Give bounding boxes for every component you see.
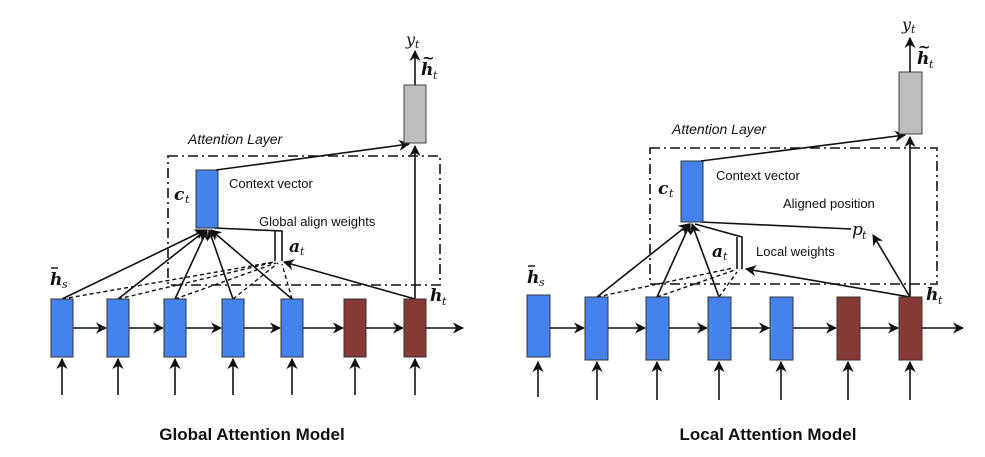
svg-text:t: t <box>938 294 943 307</box>
encoder-box <box>221 298 245 358</box>
svg-text:h: h <box>421 60 433 80</box>
svg-text:y: y <box>901 15 912 34</box>
svg-text:~: ~ <box>422 49 435 67</box>
svg-text:y: y <box>405 30 416 49</box>
encoder-box <box>584 296 609 361</box>
svg-text:t: t <box>433 69 438 82</box>
attention-layer-box <box>167 155 441 286</box>
svg-text:~: ~ <box>918 38 931 56</box>
aligned-position-label: Aligned position <box>783 196 875 211</box>
encoder-box <box>707 296 732 361</box>
local-attention-panel: Attention Layer Context vector Aligned p… <box>526 15 965 444</box>
decoder-box <box>898 296 923 361</box>
decoder-states <box>836 296 923 361</box>
encoder-states <box>526 294 794 361</box>
symbol-h-tilde: h~ t <box>421 49 438 82</box>
svg-text:t: t <box>723 250 728 263</box>
svg-text:t: t <box>929 58 934 71</box>
panel-title: Local Attention Model <box>680 425 857 444</box>
context-vector-label: Context vector <box>716 168 800 183</box>
ht-to-position-line <box>872 234 911 298</box>
encoder-box <box>50 298 74 358</box>
svg-text:t: t <box>185 193 190 206</box>
svg-text:h: h <box>926 285 938 305</box>
input-arrows <box>56 357 421 395</box>
context-vector-box <box>195 169 219 229</box>
context-vector-label: Context vector <box>229 176 313 191</box>
attention-layer-label: Attention Layer <box>187 131 284 147</box>
context-vector-box <box>680 160 704 223</box>
decoder-states <box>343 298 427 358</box>
global-align-weights-label: Global align weights <box>259 214 376 229</box>
encoder-box <box>769 296 794 361</box>
context-lines <box>596 222 720 298</box>
svg-text:t: t <box>862 229 867 242</box>
ht-to-weights-line <box>744 265 911 298</box>
context-to-output-line <box>215 139 411 171</box>
svg-text:p: p <box>852 220 863 240</box>
decoder-box <box>836 296 861 361</box>
svg-text:t: t <box>669 187 674 200</box>
svg-text:t: t <box>415 38 420 51</box>
attentional-hidden-box <box>898 71 923 135</box>
encoder-box <box>645 296 670 361</box>
encoder-box <box>106 298 130 358</box>
encoder-box <box>526 294 551 358</box>
context-to-output-line <box>700 130 907 162</box>
svg-text:s: s <box>539 276 545 289</box>
input-arrows <box>532 360 916 400</box>
local-weights-connector <box>694 223 743 269</box>
svg-text:h: h <box>50 270 62 290</box>
attentional-hidden-box <box>403 84 427 144</box>
context-lines <box>61 228 293 300</box>
score-lines <box>596 267 738 298</box>
svg-text:t: t <box>300 245 305 258</box>
symbol-h-tilde: h~ t <box>917 38 934 71</box>
encoder-box <box>163 298 187 358</box>
encoder-box <box>280 298 304 358</box>
decoder-box <box>343 298 367 358</box>
svg-text:t: t <box>442 295 447 308</box>
global-attention-panel: Attention Layer <box>50 30 465 444</box>
attention-layer-box <box>649 147 938 285</box>
local-weights-label: Local weights <box>756 244 835 259</box>
panel-title: Global Attention Model <box>159 425 344 444</box>
align-weights-connector <box>213 227 283 261</box>
svg-text:t: t <box>911 23 916 36</box>
attention-layer-label: Attention Layer <box>671 121 768 137</box>
encoder-states <box>50 298 304 358</box>
ht-to-weights-line <box>282 259 416 300</box>
svg-text:h: h <box>430 286 442 306</box>
svg-text:a: a <box>712 242 723 262</box>
svg-text:h: h <box>527 268 539 288</box>
svg-text:c: c <box>658 179 669 199</box>
decoder-box <box>403 298 427 358</box>
svg-text:h: h <box>917 49 929 69</box>
context-to-position-line <box>700 221 852 230</box>
svg-text:a: a <box>289 237 300 257</box>
svg-text:c: c <box>174 185 185 205</box>
svg-text:s: s <box>62 278 68 291</box>
